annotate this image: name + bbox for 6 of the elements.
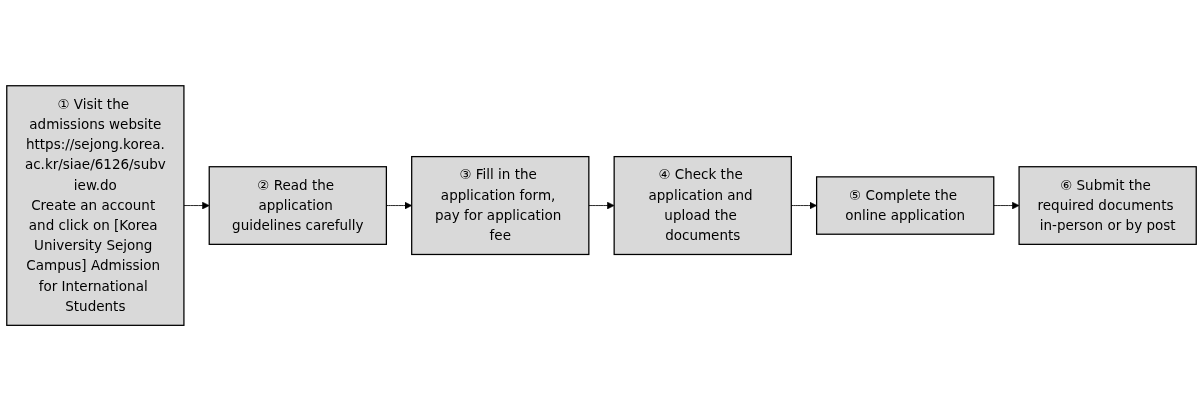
node-box: ② Read the application guidelines carefully [208, 166, 387, 245]
node-box: ④ Check the application and upload the documents [613, 155, 792, 256]
node-box: ⑥ Submit the required documents in-person or by post [1018, 166, 1197, 245]
node-box: ③ Fill in the application form, pay for application fee [411, 155, 590, 256]
node-box: ⑤ Complete the online application [816, 176, 995, 235]
node-box: ① Visit the admissions website https://sejong.korea.ac.kr/siae/6126/subview.do Create an account and click on [Korea University Sejong Campus] Admission for International Students [6, 85, 185, 326]
